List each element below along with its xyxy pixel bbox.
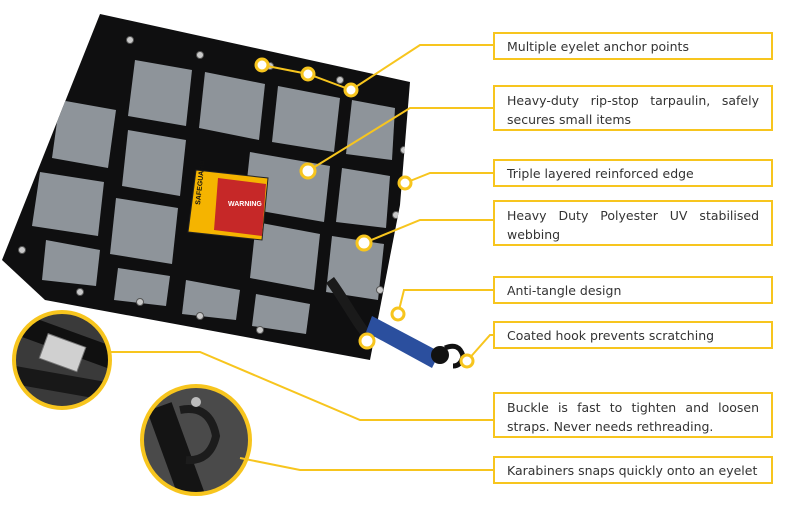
marker-anti-tangle	[390, 306, 406, 322]
callout-eyelet-anchor-points: Multiple eyelet anchor points	[493, 32, 773, 60]
marker-eyelet-1	[254, 57, 270, 73]
tag-brand: SAFEGUARD	[195, 160, 207, 205]
buckle-detail-image	[12, 310, 112, 410]
marker-edge	[397, 175, 413, 191]
callout-reinforced-edge: Triple layered reinforced edge	[493, 159, 773, 187]
callout-coated-hook: Coated hook prevents scratching	[493, 321, 773, 349]
marker-strap	[358, 332, 376, 350]
leader-lines	[110, 44, 493, 471]
marker-eyelet-3	[343, 82, 359, 98]
product-tag: SAFEGUARD WARNING	[187, 160, 269, 241]
callout-markers	[254, 57, 475, 369]
callout-rip-stop-tarpaulin: Heavy-duty rip-stop tarpaulin, safely se…	[493, 85, 773, 131]
callout-polyester-webbing: Heavy Duty Polyester UV stabilised webbi…	[493, 200, 773, 246]
callout-anti-tangle: Anti-tangle design	[493, 276, 773, 304]
tag-warning: WARNING	[228, 201, 262, 208]
karabiner-detail-image	[140, 384, 252, 496]
marker-tarpaulin	[299, 162, 317, 180]
callout-buckle: Buckle is fast to tighten and loosen str…	[493, 392, 773, 438]
marker-eyelet-2	[300, 66, 316, 82]
marker-hook	[459, 353, 475, 369]
callout-karabiners: Karabiners snaps quickly onto an eyelet	[493, 456, 773, 484]
marker-webbing	[355, 234, 373, 252]
